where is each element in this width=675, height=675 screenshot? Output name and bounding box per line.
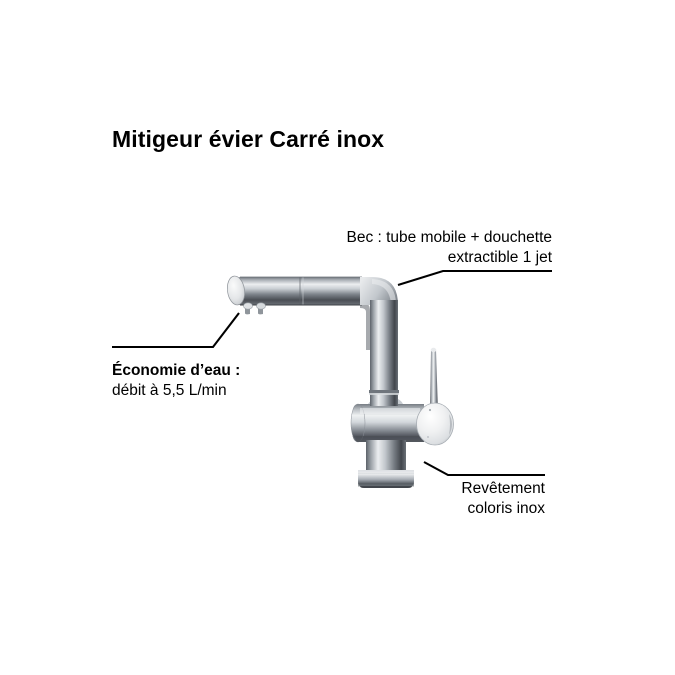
annotation-water-saving-line-1: Économie d’eau : [112, 362, 241, 379]
faucet-handle[interactable] [416, 347, 454, 446]
faucet-body [350, 396, 424, 443]
annotation-finish: Revêtement coloris inox [380, 479, 545, 519]
annotation-finish-line-2: coloris inox [467, 500, 545, 517]
page-title: Mitigeur évier Carré inox [112, 126, 385, 152]
faucet-geometry [226, 275, 454, 488]
annotation-spout-line-2: extractible 1 jet [447, 249, 552, 266]
faucet-spray-head [226, 275, 266, 315]
faucet-spout-arm [240, 276, 362, 306]
annotation-water-saving-line-2: débit à 5,5 L/min [112, 382, 227, 399]
faucet-column [369, 300, 399, 396]
annotation-spout: Bec : tube mobile + douchette extractibl… [266, 228, 552, 268]
annotation-finish-line-1: Revêtement [461, 480, 545, 497]
faucet-base [358, 440, 414, 488]
annotation-water-saving: Économie d’eau : débit à 5,5 L/min [112, 361, 372, 401]
annotation-spout-line-1: Bec : tube mobile + douchette [346, 229, 552, 246]
